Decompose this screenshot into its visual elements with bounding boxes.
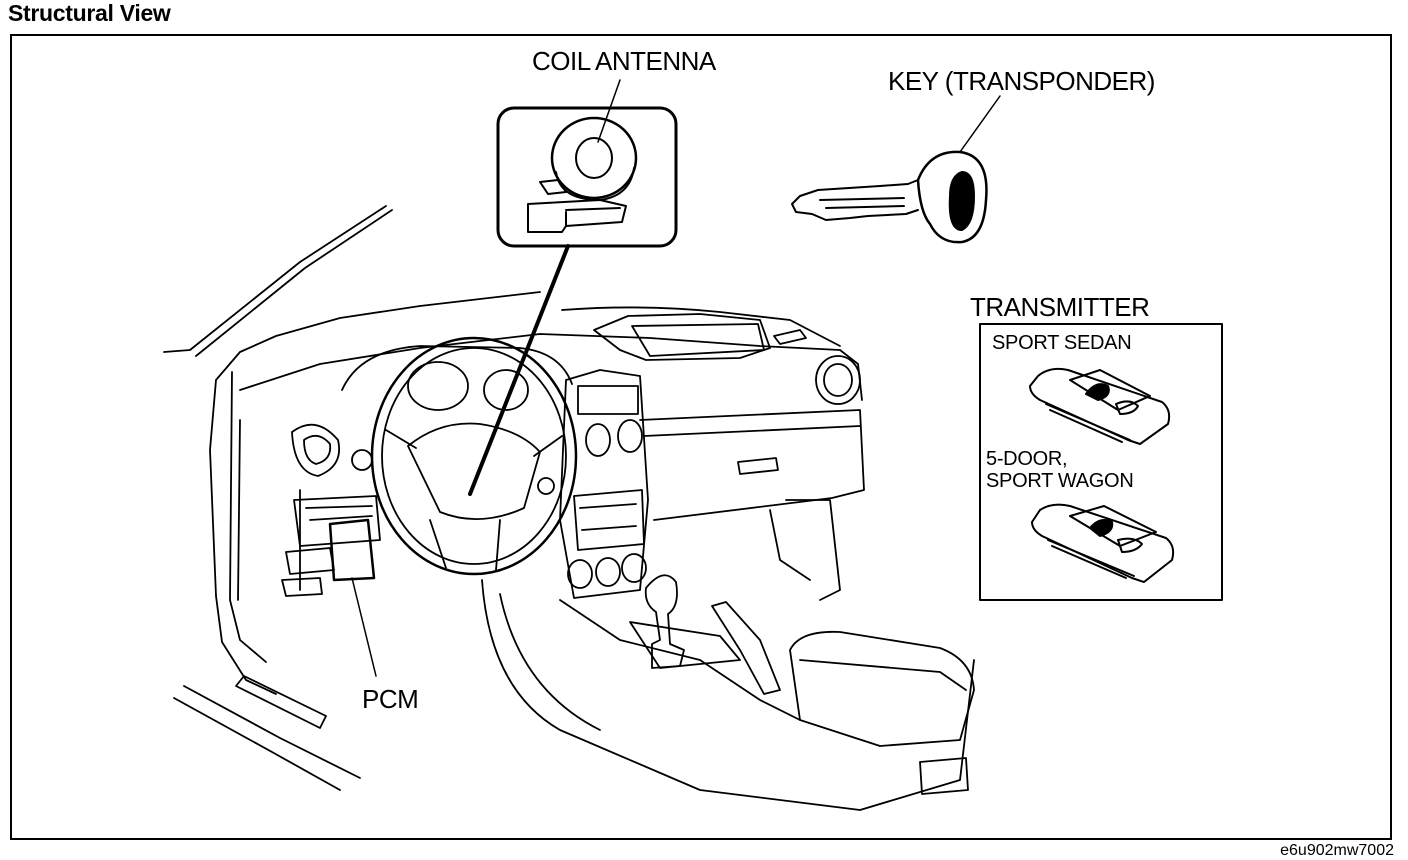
diagram-frame	[10, 34, 1392, 840]
five-door-label: 5-DOOR,	[986, 448, 1068, 470]
coil-antenna-detail	[496, 79, 678, 248]
pcm-label: PCM	[362, 684, 419, 714]
key-transponder-icon	[791, 95, 1001, 244]
coil-antenna-label: COIL ANTENNA	[532, 46, 716, 76]
transmitter-box	[979, 323, 1223, 601]
transmitter-label: TRANSMITTER	[970, 292, 1150, 322]
sport-sedan-label: SPORT SEDAN	[992, 332, 1132, 354]
transmitter-sport-sedan-icon	[1029, 367, 1171, 445]
transmitter-5door-sport-wagon-icon	[1031, 503, 1175, 583]
key-transponder-label: KEY (TRANSPONDER)	[888, 66, 1155, 96]
vehicle-interior-drawing	[163, 205, 975, 811]
figure-code: e6u902mw7002	[1280, 842, 1394, 859]
coil-leader-line	[468, 244, 570, 496]
diagram-title: Structural View	[8, 0, 171, 26]
sport-wagon-label: SPORT WAGON	[986, 470, 1134, 492]
